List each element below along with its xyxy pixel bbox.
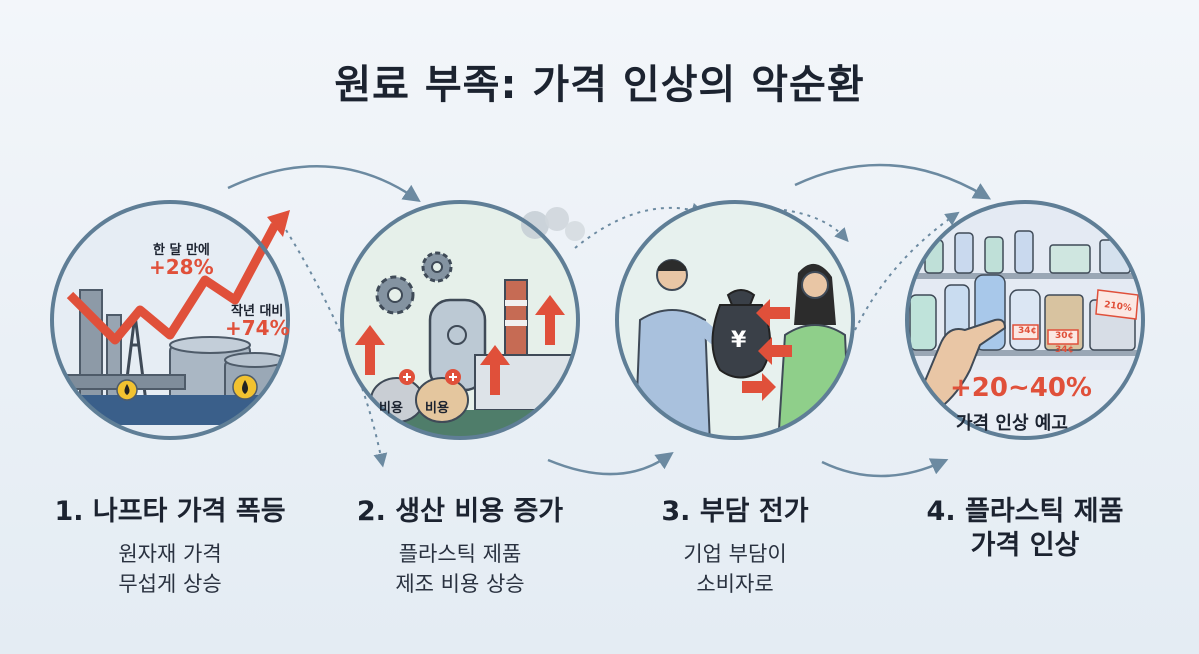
step-1-illustration: 한 달 만에 +28% 작년 대비 +74%	[45, 195, 295, 445]
price-tag	[1095, 289, 1139, 320]
currency-symbol: ¥	[731, 328, 747, 353]
arrow-dotted-2	[574, 202, 706, 249]
step-1-title: 1. 나프타 가격 폭등	[54, 496, 286, 527]
step-3-illustration: ¥	[610, 195, 860, 445]
up-arrow-icon	[355, 325, 385, 375]
cost-bag-label: 비용	[425, 401, 449, 416]
up-arrow-icon	[480, 345, 510, 395]
step-2-desc-line: 플라스틱 제품	[398, 542, 522, 566]
store-shelf	[907, 273, 1143, 279]
store-shelf	[907, 350, 1143, 356]
price-tag-label: 30¢	[1055, 331, 1074, 341]
atom-icon	[447, 325, 467, 345]
price-tag	[1047, 329, 1079, 345]
step-2-desc-line: 제조 비용 상승	[395, 572, 525, 596]
year-label: 작년 대비	[231, 304, 284, 319]
month-label: 한 달 만에	[153, 243, 210, 258]
step-1-desc: 원자재 가격 무섭게 상승	[20, 539, 320, 599]
step-2-illustration: 비용 비용	[335, 195, 585, 445]
step-3-desc-line: 기업 부담이	[683, 542, 787, 566]
step-4-label: 4. 플라스틱 제품 가격 인상	[875, 495, 1175, 563]
price-notice: 가격 인상 예고	[956, 413, 1068, 434]
step-2-label: 2. 생산 비용 증가 플라스틱 제품 제조 비용 상승	[310, 495, 610, 599]
price-tag-label: 34¢	[1018, 326, 1037, 336]
step-1-desc-line: 원자재 가격	[118, 542, 222, 566]
up-arrow-icon	[535, 295, 565, 345]
arrow-top-1	[227, 165, 421, 202]
cost-bag-label: 비용	[379, 401, 403, 416]
bottle-icon	[909, 294, 937, 351]
price-tag	[1012, 324, 1039, 340]
arrow-top-3	[794, 163, 992, 200]
hand-pointer-icon	[913, 318, 1007, 417]
step-4-title: 4. 플라스틱 제품 가격 인상	[875, 495, 1175, 563]
left-arrow-icon	[756, 299, 790, 327]
price-tag-label: 34¢	[1055, 345, 1074, 355]
month-value: +28%	[149, 255, 214, 279]
step-1-desc-line: 무섭게 상승	[118, 572, 222, 596]
step-2-desc: 플라스틱 제품 제조 비용 상승	[310, 539, 610, 599]
money-bag-icon	[711, 304, 771, 379]
step-4-illustration: 210% 34¢ 30¢ 34¢ +20~40% 가격 인상 예고	[900, 195, 1150, 445]
rising-price-arrow-icon	[66, 222, 279, 345]
price-range-value: +20~40%	[950, 373, 1092, 403]
left-arrow-icon	[758, 337, 792, 365]
step-2-title: 2. 생산 비용 증가	[356, 496, 564, 527]
arrow-dotted-4	[854, 211, 960, 331]
arrow-bottom-3	[821, 458, 949, 478]
step-4-title-line: 4. 플라스틱 제품	[926, 496, 1124, 527]
step-3-label: 3. 부담 전가 기업 부담이 소비자로	[585, 495, 885, 599]
right-arrow-icon	[742, 373, 776, 401]
step-3-desc: 기업 부담이 소비자로	[585, 539, 885, 599]
year-value: +74%	[225, 316, 290, 340]
cost-bag-icon	[415, 377, 469, 423]
bottle-icon	[1009, 289, 1041, 351]
arrow-dotted-1	[285, 229, 388, 468]
step-3-title: 3. 부담 전가	[661, 496, 809, 527]
step-4-title-line: 가격 인상	[970, 530, 1080, 561]
arrow-bottom-2	[547, 451, 674, 476]
step-1-label: 1. 나프타 가격 폭등 원자재 가격 무섭게 상승	[20, 495, 320, 599]
page-title: 원료 부족: 가격 인상의 악순환	[334, 62, 865, 108]
step-3-desc-line: 소비자로	[696, 572, 774, 596]
